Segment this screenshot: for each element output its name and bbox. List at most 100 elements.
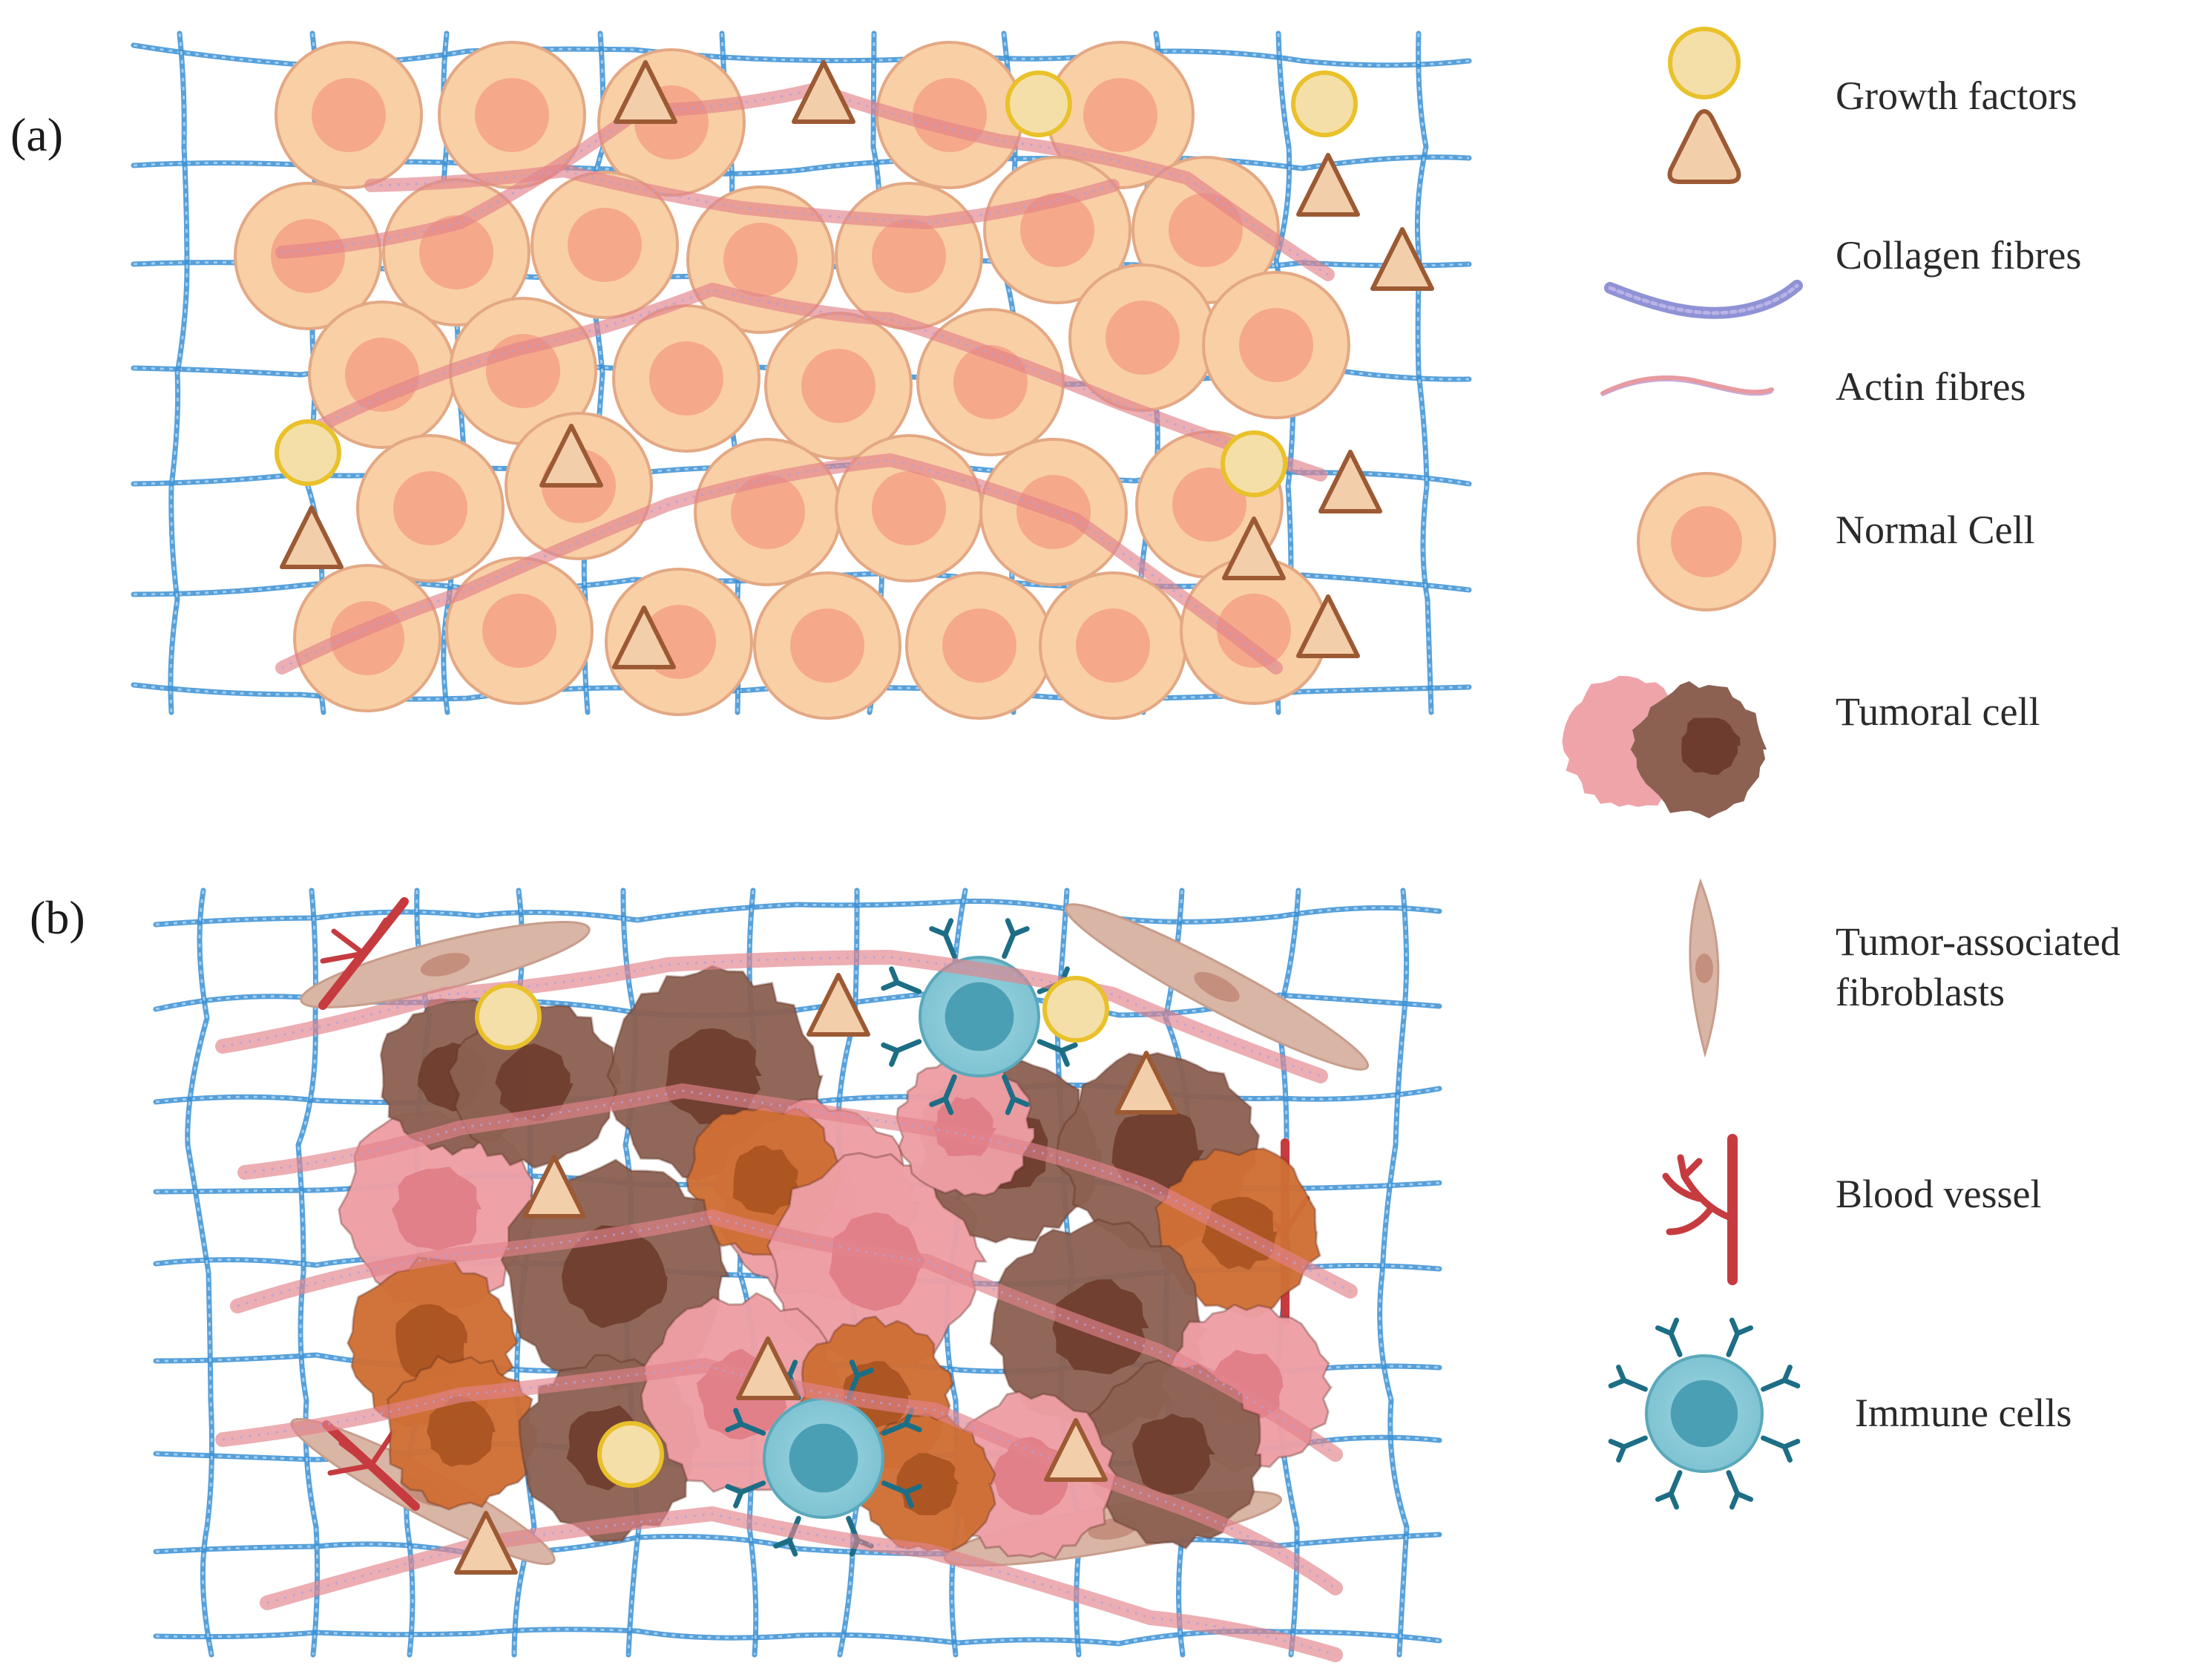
immune-receptor-fork xyxy=(1005,1096,1030,1115)
normal-cell-nucleus xyxy=(1106,301,1180,375)
growth-factor-triangle xyxy=(792,60,855,124)
legend-normal-cell: Normal Cell xyxy=(1836,508,2035,552)
immune-receptor-stem xyxy=(1002,931,1016,959)
tumoral-cell-nucleus xyxy=(732,1145,800,1215)
fibroblast-nucleus xyxy=(420,953,470,977)
immune-receptor-fork xyxy=(725,1408,744,1433)
immune-receptor-stem xyxy=(1668,1330,1683,1357)
legend-growth-factors: Growth factors xyxy=(1836,73,2077,118)
immune-receptor-fork xyxy=(725,1483,744,1509)
growth-factor-triangle xyxy=(1370,227,1434,291)
immune-receptor-stem xyxy=(1726,1330,1741,1357)
normal-cell-nucleus xyxy=(1172,467,1246,542)
immune-receptor-stem xyxy=(1036,1039,1065,1054)
collagen-fibre-highlight xyxy=(1416,33,1433,713)
actin-fibre-detail xyxy=(222,956,1321,1077)
legend-icons xyxy=(1562,27,1803,1510)
actin-fibre-detail xyxy=(296,288,1321,476)
normal-cell-nucleus xyxy=(568,208,642,282)
blood-vessel-branch xyxy=(327,1429,396,1476)
immune-cell-nucleus xyxy=(789,1423,858,1493)
growth-factor-circle xyxy=(1291,70,1358,137)
panel-b-immune-cells xyxy=(725,918,1078,1557)
normal-cell-nucleus xyxy=(393,471,467,545)
legend-fibroblasts-line2: fibroblasts xyxy=(1836,970,2005,1014)
collagen-fibre-highlight xyxy=(155,1533,1440,1556)
legend-blood-vessel: Blood vessel xyxy=(1836,1172,2042,1216)
immune-receptor-stem xyxy=(1668,1470,1683,1497)
immune-receptor-fork xyxy=(1729,1317,1754,1336)
immune-receptor-stem xyxy=(1621,1435,1648,1450)
normal-cell-nucleus xyxy=(731,475,805,549)
actin-fibre xyxy=(215,1357,1343,1595)
normal-cell-nucleus xyxy=(1076,608,1150,683)
normal-cell-nucleus xyxy=(801,349,875,423)
tumoral-cell-nucleus xyxy=(561,1224,668,1328)
panel-b-actin-fibres xyxy=(215,949,1358,1662)
tumoral-cell-nucleus xyxy=(1111,1108,1204,1195)
actin-fibre xyxy=(230,1209,1343,1462)
growth-factor-triangle xyxy=(806,973,870,1037)
actin-fibre xyxy=(275,453,1283,675)
actin-fibre-detail xyxy=(244,1089,1351,1293)
immune-receptor-stem xyxy=(738,1421,766,1436)
tumoral-cell-nucleus xyxy=(1132,1413,1215,1495)
growth-factor-triangle xyxy=(539,424,603,488)
panel-b-growth-factors xyxy=(454,973,1178,1575)
normal-cell-nucleus xyxy=(649,341,723,416)
growth-factor-triangle xyxy=(612,606,676,669)
immune-receptor-stem xyxy=(1761,1435,1787,1450)
growth-factor-circle xyxy=(475,983,542,1050)
normal-cell-nucleus xyxy=(475,78,549,152)
collagen-fibre-highlight xyxy=(133,44,1470,67)
immune-receptor-stem xyxy=(1621,1377,1648,1392)
legend-immune-cells: Immune cells xyxy=(1855,1391,2072,1435)
tumoral-cell-nucleus xyxy=(427,1396,496,1467)
immune-receptor-fork xyxy=(929,1096,954,1115)
growth-factor-circle xyxy=(1042,976,1109,1043)
normal-cell-nucleus xyxy=(1020,193,1094,267)
normal-cell-nucleus xyxy=(872,219,946,293)
growth-factor-triangle xyxy=(614,60,677,124)
actin-fibre-detail xyxy=(266,1512,1336,1656)
immune-receptor-fork xyxy=(1059,1042,1078,1067)
legend-fibroblasts-line1: Tumor-associated xyxy=(1836,919,2120,964)
collagen-fibre-highlight xyxy=(186,890,213,1656)
immune-cell-nucleus xyxy=(944,982,1014,1051)
panel-b-diagram xyxy=(153,887,1442,1662)
immune-receptor-fork xyxy=(1608,1438,1627,1463)
tumoral-cell-nucleus xyxy=(391,1167,482,1251)
legend-actin-fibres: Actin fibres xyxy=(1836,364,2026,409)
panel-a-label: (a) xyxy=(10,108,64,161)
immune-receptor-fork xyxy=(1655,1491,1680,1510)
growth-factor-circle xyxy=(275,419,341,486)
immune-receptor-stem xyxy=(942,1074,957,1102)
legend-fibroblasts: Tumor-associated fibroblasts xyxy=(1836,916,2120,1017)
fibroblast-nucleus xyxy=(1194,971,1240,1003)
growth-factor-triangle xyxy=(1296,594,1360,658)
collagen-fibre-icon xyxy=(1604,280,1803,319)
immune-receptor-fork xyxy=(881,966,900,991)
growth-factor-triangle xyxy=(1222,516,1286,580)
growth-factor-triangle xyxy=(1296,153,1360,217)
collagen-fibre-highlight xyxy=(169,33,188,713)
immune-receptor-fork xyxy=(1655,1317,1680,1336)
immune-cell-icon xyxy=(1608,1317,1801,1510)
immune-receptor-stem xyxy=(894,980,922,994)
growth-factor-triangle xyxy=(736,1336,800,1400)
actin-fibre-detail xyxy=(370,169,1114,224)
growth-factor-circle-icon xyxy=(1668,27,1741,99)
growth-factor-triangle xyxy=(1114,1051,1178,1115)
immune-receptor-stem xyxy=(1726,1470,1741,1497)
panel-a-diagram xyxy=(131,30,1472,720)
panel-b-label: (b) xyxy=(30,891,85,944)
growth-factor-triangle xyxy=(280,505,344,569)
collagen-fibre-highlight xyxy=(155,1628,1440,1645)
immune-receptor-fork xyxy=(929,918,954,937)
immune-receptor-stem xyxy=(894,1039,922,1054)
tumoral-cell-nucleus xyxy=(829,1212,925,1311)
normal-cell-nucleus xyxy=(723,223,798,297)
immune-receptor-fork xyxy=(1729,1491,1754,1510)
growth-factor-triangle xyxy=(1044,1418,1108,1482)
